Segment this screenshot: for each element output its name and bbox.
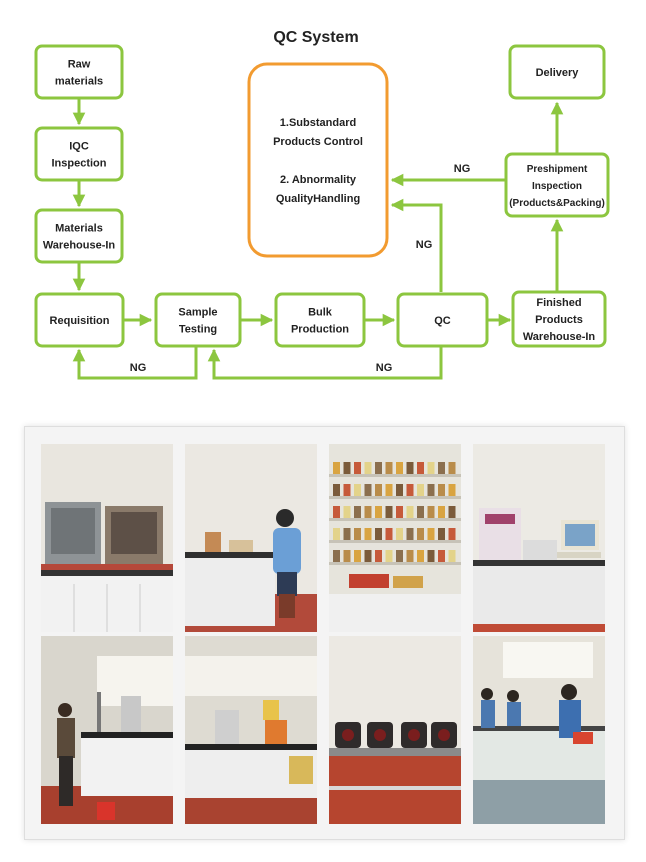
- photo-technician-at-bench: [185, 444, 317, 632]
- node-finished-products-warehouse-in-label: Finished: [536, 297, 581, 309]
- ng-label-sample-back: NG: [130, 362, 147, 374]
- node-requisition-box: [34, 292, 125, 348]
- ng-label-qc-back: NG: [376, 362, 393, 374]
- node-preshipment-inspection-box: [504, 152, 610, 218]
- node-iqc-inspection: IQC Inspection: [34, 126, 124, 182]
- node-quality-control-box: [247, 62, 389, 258]
- node-qc-label: QC: [434, 315, 451, 327]
- photo-lab-bench-equipment: [185, 636, 317, 824]
- ng-label-qc-up: NG: [416, 239, 433, 251]
- node-iqc-inspection-box: [34, 126, 124, 182]
- node-preshipment-inspection-label: (Products&Packing): [509, 198, 605, 209]
- diagram-title: QC System: [273, 29, 358, 46]
- node-sample-testing-label: Testing: [179, 324, 217, 336]
- node-iqc-inspection-label: Inspection: [51, 158, 106, 170]
- node-delivery-box: [508, 44, 606, 100]
- ng-label-preshipment: NG: [454, 163, 471, 175]
- photo-drying-ovens: [41, 444, 173, 632]
- node-quality-control-label: QualityHandling: [276, 193, 360, 205]
- node-raw-materials-box: [34, 44, 124, 100]
- node-bulk-production-label: Bulk: [308, 307, 333, 319]
- node-quality-control-label: 2. Abnormality: [280, 174, 357, 186]
- node-quality-control-label: Products Control: [273, 136, 363, 148]
- node-preshipment-inspection-label: Preshipment: [527, 164, 588, 175]
- node-materials-warehouse-in-box: [34, 208, 124, 264]
- node-delivery-label: Delivery: [536, 67, 580, 79]
- node-iqc-inspection-label: IQC: [69, 141, 89, 153]
- photo-instrument-computer: [473, 444, 605, 632]
- node-materials-warehouse-in-label: Warehouse-In: [43, 240, 116, 252]
- node-quality-control-label: 1.Substandard: [280, 117, 356, 129]
- lab-photo-grid: [24, 426, 625, 840]
- photo-lab-staff: [473, 636, 605, 824]
- node-finished-products-warehouse-in-label: Products: [535, 314, 583, 326]
- node-qc: QC: [396, 292, 489, 348]
- photo-testing-machines: [329, 636, 461, 824]
- node-delivery: Delivery: [508, 44, 606, 100]
- node-bulk-production-label: Production: [291, 324, 349, 336]
- node-requisition: Requisition: [34, 292, 125, 348]
- node-sample-testing-label: Sample: [178, 307, 217, 319]
- node-finished-products-warehouse-in-box: [511, 290, 607, 348]
- node-preshipment-inspection-label: Inspection: [532, 181, 582, 192]
- node-requisition-label: Requisition: [50, 315, 110, 327]
- node-qc-box: [396, 292, 489, 348]
- node-bulk-production-box: [274, 292, 366, 348]
- photo-lab-workstation: [41, 636, 173, 824]
- node-raw-materials-label: Raw: [68, 59, 91, 71]
- connectors: [72, 98, 564, 380]
- node-raw-materials: Raw materials: [34, 44, 124, 100]
- node-finished-products-warehouse-in-label: Warehouse-In: [523, 331, 596, 343]
- node-raw-materials-label: materials: [55, 76, 103, 88]
- photo-sample-shelves: [329, 444, 461, 632]
- node-sample-testing-box: [154, 292, 242, 348]
- node-materials-warehouse-in-label: Materials: [55, 223, 103, 235]
